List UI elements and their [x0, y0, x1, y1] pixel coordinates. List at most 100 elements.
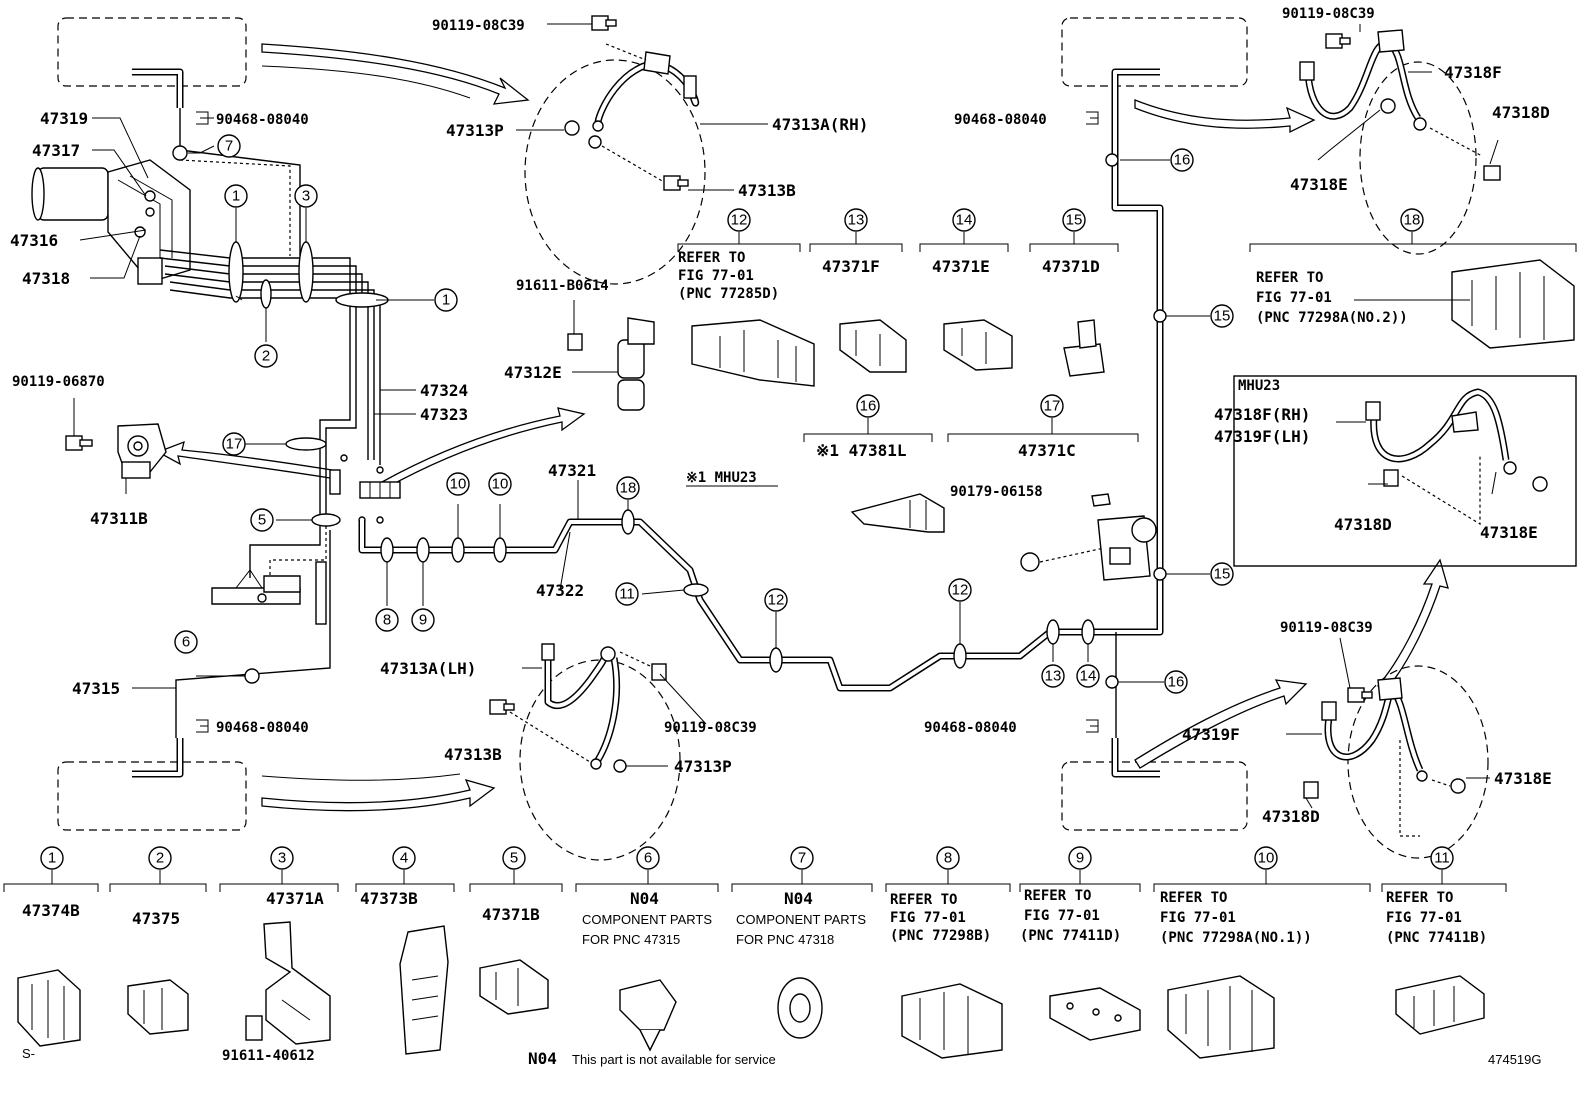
label-47323: 47323 — [420, 405, 468, 424]
label-47313b-top: 47313B — [738, 181, 796, 200]
circle-7: 7 — [225, 138, 233, 155]
circle-17: 17 — [226, 436, 243, 453]
arrow-to-rl-hose-2 — [261, 773, 461, 781]
clip-icon-77285d — [691, 319, 815, 387]
upper-callout-12-line1: REFER TO — [678, 250, 745, 266]
circle-1b: 1 — [442, 292, 450, 309]
clip-icon-47373b — [399, 925, 449, 1055]
circle-18: 18 — [620, 480, 637, 497]
grommet-6 — [244, 668, 260, 684]
label-47313b-bot: 47313B — [444, 745, 502, 764]
footnote-text: This part is not available for service — [572, 1052, 776, 1067]
label-90119-br: 90119-08C39 — [1280, 620, 1373, 636]
upper-callout-18-num: 18 — [1404, 212, 1421, 229]
front-right-flex-hose — [1299, 29, 1501, 255]
upper-callout-13-label: 47371F — [822, 257, 880, 276]
washer-47313p-top — [564, 120, 580, 136]
clamp-15b — [1153, 567, 1167, 581]
clamp-1a — [228, 241, 244, 303]
clamp-10a — [451, 537, 465, 563]
clip-icon-47374b — [17, 969, 81, 1047]
label-47312e: 47312E — [504, 363, 562, 382]
bottom-callout-9-line1: REFER TO — [1024, 888, 1091, 904]
bottom-callout-brackets — [3, 870, 1507, 892]
label-47317: 47317 — [32, 141, 80, 160]
upper-callout-12-line2: FIG 77-01 — [678, 268, 754, 284]
bracket-47315-sketch — [211, 561, 327, 625]
front-right-wheel-box — [1061, 17, 1248, 87]
bolt-47318d-tr — [1483, 165, 1501, 181]
clamp-8 — [380, 537, 394, 563]
clip-icon-47371b — [479, 959, 549, 1015]
bottom-callout-11-line1: REFER TO — [1386, 890, 1453, 906]
upper-callout-brackets — [677, 232, 1577, 442]
label-90119-06870: 90119-06870 — [12, 374, 105, 390]
bottom-callout-1-label: 47374B — [22, 901, 80, 920]
label-91611-b0614: 91611-B0614 — [516, 278, 609, 294]
label-47318f: 47318F — [1444, 63, 1502, 82]
label-47321: 47321 — [548, 461, 596, 480]
label-47318d-box: 47318D — [1334, 515, 1392, 534]
bottom-callout-8-num: 8 — [944, 850, 952, 867]
bottom-callout-4-label: 47373B — [360, 889, 418, 908]
bottom-callout-2-label: 47375 — [132, 909, 180, 928]
circle-6: 6 — [182, 634, 190, 651]
upper-callout-18-line3: (PNC 77298A(NO.2)) — [1256, 310, 1408, 326]
clamp-18 — [621, 509, 635, 535]
bottom-callout-4-num: 4 — [400, 850, 408, 867]
upper-callout-18-line2: FIG 77-01 — [1256, 290, 1332, 306]
circle-9: 9 — [419, 612, 427, 629]
grommet-7 — [172, 145, 188, 161]
bolt-90119-br — [1347, 687, 1373, 703]
rl-hook-pipe — [132, 738, 184, 778]
mhu23-hose — [1365, 388, 1548, 526]
bolt-47313b-top — [663, 175, 689, 191]
circle-5: 5 — [258, 512, 266, 529]
bottom-callout-9-num: 9 — [1076, 850, 1084, 867]
upper-callout-12-num: 12 — [731, 212, 748, 229]
label-47313a-rh: 47313A(RH) — [772, 115, 868, 134]
circle-2: 2 — [262, 348, 270, 365]
part-labels: 47319 47317 47316 47318 90468-08040 9011… — [10, 6, 1552, 826]
clip-icon-47371e — [943, 319, 1013, 371]
clamp-14 — [1081, 619, 1095, 645]
bottom-callout-11-num: 11 — [1434, 850, 1450, 867]
clip-90468-d — [1086, 719, 1099, 733]
clip-icon-47371f — [839, 319, 907, 373]
upper-callout-16-label: ※1 47381L — [816, 441, 906, 460]
label-47318d-tr: 47318D — [1492, 103, 1550, 122]
upper-callout-18-line1: REFER TO — [1256, 270, 1323, 286]
figure-id: 474519G — [1488, 1052, 1542, 1067]
bottom-callout-5-num: 5 — [510, 850, 518, 867]
bottom-callout-1-num: 1 — [48, 850, 56, 867]
main-brake-line — [358, 108, 1164, 738]
arrow-to-mhu23-box — [1376, 558, 1449, 691]
bolt-90119-top — [591, 15, 617, 31]
bottom-callout-11-line2: FIG 77-01 — [1386, 910, 1462, 926]
label-47315: 47315 — [72, 679, 120, 698]
bottom-callout-2-num: 2 — [156, 850, 164, 867]
clamp-12a — [769, 647, 783, 673]
clip-icon-77298b — [901, 983, 1003, 1059]
rear-left-flex-hose — [489, 643, 681, 861]
brake-actuator-assembly — [31, 159, 191, 285]
clamp-12b — [953, 643, 967, 669]
clip-icon-47375 — [127, 979, 189, 1035]
clamp-13 — [1046, 619, 1060, 645]
front-left-flex-hose — [524, 15, 706, 285]
label-47313p-bot: 47313P — [674, 757, 732, 776]
bolt-90119-tr — [1325, 33, 1351, 49]
clip-90468-b — [196, 719, 209, 733]
circle-1a: 1 — [232, 188, 240, 205]
upper-callout-12-line3: (PNC 77285D) — [678, 286, 779, 302]
label-90468-a: 90468-08040 — [216, 112, 309, 128]
bottom-callout-9-line3: (PNC 77411D) — [1020, 928, 1121, 944]
label-47319f-lh: 47319F(LH) — [1214, 427, 1310, 446]
bottom-callout-7-line2: COMPONENT PARTS — [736, 912, 866, 927]
grommet-16a — [1105, 153, 1119, 167]
label-47311b: 47311B — [90, 509, 148, 528]
circle-14: 14 — [1080, 668, 1097, 685]
bottom-callout-8-line3: (PNC 77298B) — [890, 928, 991, 944]
clip-icon-47371a — [245, 921, 331, 1045]
bottom-callout-9-line2: FIG 77-01 — [1024, 908, 1100, 924]
